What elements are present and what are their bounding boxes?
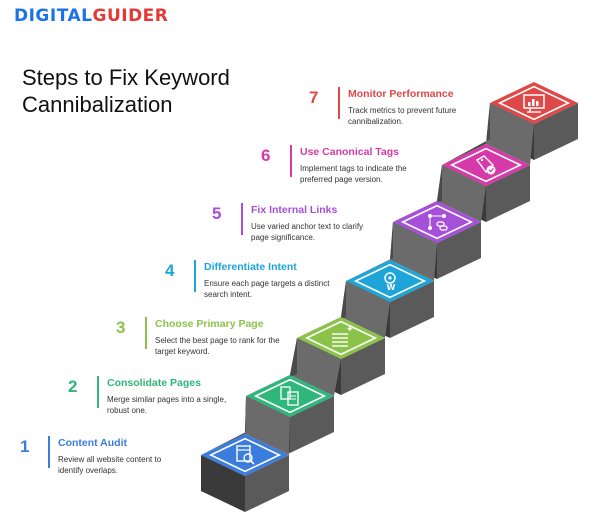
title-line-1: Steps to Fix Keyword [22,65,230,90]
step-6-heading: Use Canonical Tags [300,146,400,158]
step-7-description: Track metrics to prevent future cannibal… [348,106,457,126]
document-search-icon [236,445,255,465]
stair-riser [290,338,341,396]
stair-riser [245,396,290,455]
step-4-number: 4 [165,261,175,280]
stair-top-rim [497,85,571,121]
stair-riser [486,103,534,165]
stair-right-face [534,103,578,160]
link-nodes-icon [428,214,448,231]
stair-top-rim [304,320,378,356]
stair-riser [437,165,486,222]
stair-right-face [437,222,481,279]
stair-top-rim [208,437,282,473]
stair-top-rim [353,263,427,299]
svg-text:✦: ✦ [346,325,354,335]
tag-check-icon [475,155,496,175]
step-5-number: 5 [212,204,222,223]
step-5-heading: Fix Internal Links [251,204,338,216]
merge-documents-icon [280,386,299,406]
stair-riser-left [442,103,490,165]
step-3-divider [145,317,147,349]
brand-part-1: DIGITAL [14,6,93,26]
step-2-heading: Consolidate Pages [107,377,201,389]
stair-step-1 [201,396,290,512]
step-2-divider [97,376,99,408]
svg-text:W: W [387,283,396,292]
stair-riser [341,281,390,338]
stair-riser [390,222,437,281]
stair-right-face [341,338,385,395]
step-2-description: Merge similar pages into a single, robus… [107,395,227,415]
step-3-description: Select the best page to rank for the tar… [155,336,280,356]
step-6-number: 6 [261,146,271,165]
step-7-divider [338,87,340,119]
list-star-icon: ✦ [332,325,354,347]
step-3-number: 3 [116,318,126,337]
step-1-number: 1 [20,437,30,456]
stair-right-face [290,396,334,453]
stair-top-rim [400,204,474,240]
page-title: Steps to Fix Keyword Cannibalization [22,64,230,118]
brand-part-2: GUIDER [92,6,169,26]
step-5-description: Use varied anchor text to clarify page s… [251,222,364,242]
stair-right-face [390,281,434,338]
step-4-description: Ensure each page targets a distinct sear… [204,279,330,299]
step-1-description: Review all website content to identify o… [58,455,162,475]
step-4-divider [194,260,196,292]
stair-right-face [245,455,289,512]
step-4-heading: Differentiate Intent [204,261,297,273]
step-5-divider [241,203,243,235]
title-line-2: Cannibalization [22,92,173,117]
brand-logo: DIGITALGUIDER [14,6,168,26]
step-6-description: Implement tags to indicate the preferred… [300,164,407,184]
step-1-divider [48,436,50,468]
stair-right-face [486,165,530,222]
step-7-heading: Monitor Performance [348,88,454,100]
target-intent-icon: W [384,272,396,292]
stair-left-face [201,455,245,512]
step-3-heading: Choose Primary Page [155,318,264,330]
step-2-number: 2 [68,377,78,396]
step-1-heading: Content Audit [58,437,128,449]
stair-top-rim [253,378,327,414]
monitor-chart-icon [523,94,545,113]
step-7-number: 7 [309,88,319,107]
step-6-divider [290,145,292,177]
stair-top-rim [449,147,523,183]
